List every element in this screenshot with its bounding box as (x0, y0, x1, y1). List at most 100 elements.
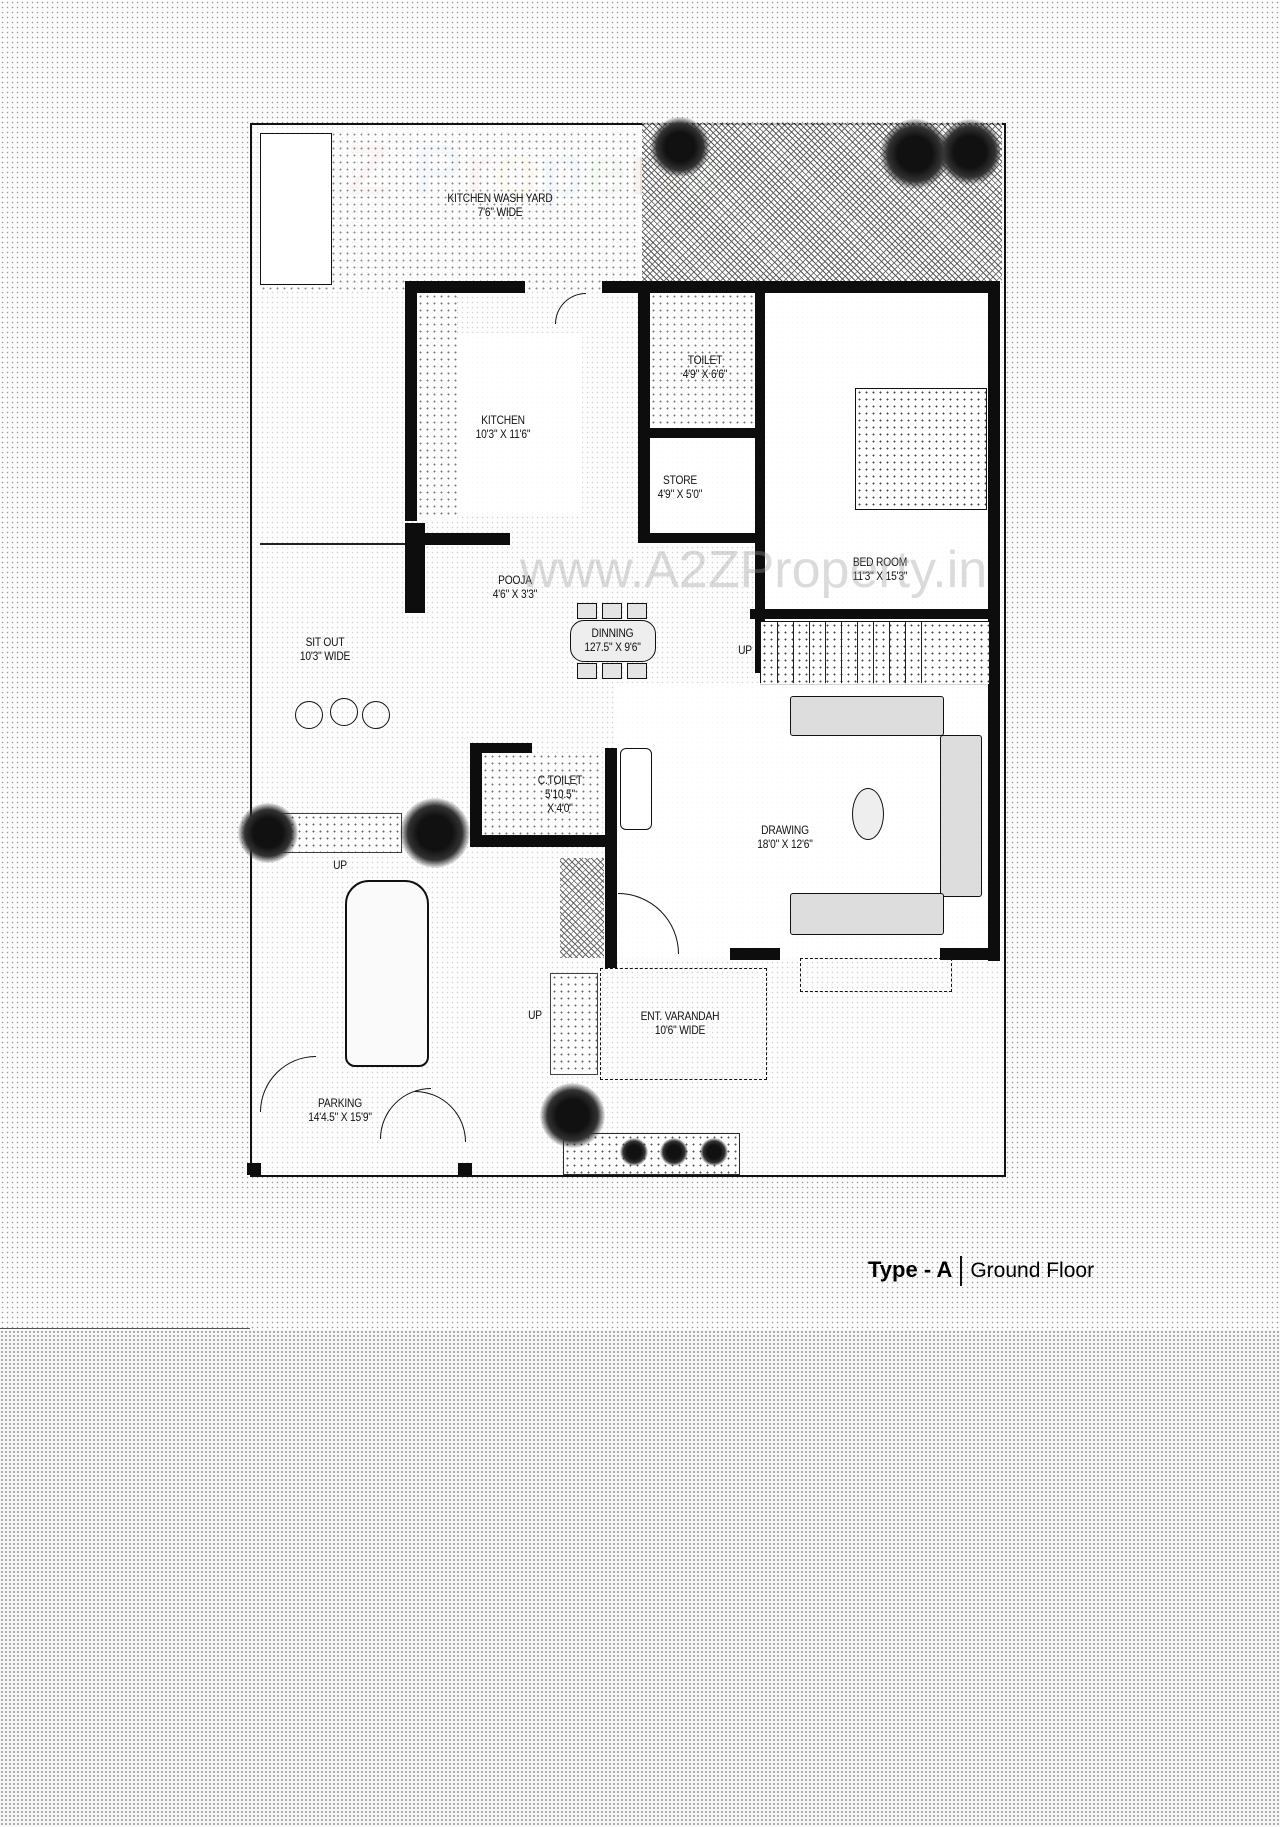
stair-step (793, 622, 794, 684)
wall (730, 948, 780, 960)
room-size: 4'6" X 3'3" (492, 587, 538, 601)
caption-divider (960, 1256, 963, 1286)
shrub-icon (540, 1083, 605, 1148)
tree-icon (650, 117, 710, 177)
wall (750, 609, 1000, 619)
floor-plan: KITCHEN WASH YARD 7'6" WIDE KITCHEN 10'3… (238, 117, 1008, 1178)
sit-out-up-label: UP (333, 858, 347, 872)
store-floor (650, 438, 755, 533)
plan-caption: Type - A Ground Floor (868, 1256, 1094, 1286)
room-size: 4'9" X 6'6" (682, 367, 728, 381)
wall (405, 523, 425, 613)
staircase (760, 621, 990, 685)
wall (638, 283, 650, 538)
sofa-icon (940, 735, 982, 897)
shrub-icon (238, 803, 298, 863)
pooja-label: POOJA 4'6" X 3'3" (481, 573, 549, 601)
room-size: 10'3" X 11'6" (475, 427, 531, 441)
bed-icon (855, 388, 987, 510)
stair-up-label: UP (738, 643, 752, 657)
stair-step (825, 622, 826, 684)
c-toilet-floor (482, 753, 602, 835)
room-name: DRAWING (761, 823, 809, 837)
room-name: STORE (662, 473, 698, 487)
room-size: 10'6" WIDE (654, 1023, 706, 1037)
shrub-icon (400, 798, 470, 868)
stair-step (905, 622, 906, 684)
kitchen-wash-yard-label: KITCHEN WASH YARD 7'6" WIDE (398, 191, 602, 219)
wall (470, 743, 532, 753)
coffee-table-icon (852, 788, 884, 840)
page-divider-line (0, 1328, 250, 1329)
store-label: STORE 4'9" X 5'0" (642, 473, 719, 501)
planter-box (560, 858, 604, 958)
shrub-icon (620, 1138, 648, 1166)
varandah-up-label: UP (528, 1008, 542, 1022)
room-name: SIT OUT (305, 635, 345, 649)
room-name: ENT. VARANDAH (640, 1009, 720, 1023)
wall (470, 743, 482, 843)
wall (755, 283, 765, 673)
floor-name: Ground Floor (970, 1258, 1095, 1282)
wall (638, 428, 765, 438)
room-size: 18'0" X 12'6" (757, 837, 813, 851)
kitchen-counter (417, 293, 457, 518)
chair-icon (577, 663, 597, 679)
stair-step (921, 622, 922, 684)
tree-icon (880, 119, 950, 189)
sofa-icon (790, 696, 944, 736)
ent-varandah-label: ENT. VARANDAH 10'6" WIDE (621, 1009, 740, 1037)
kitchen-floor (457, 333, 582, 513)
chair-icon (577, 603, 597, 619)
plan-type: Type - A (868, 1256, 953, 1282)
room-name: BED ROOM (852, 555, 908, 569)
kitchen-label: KITCHEN 10'3" X 11'6" (456, 413, 550, 441)
toilet-floor (650, 293, 755, 428)
stair-step (873, 622, 874, 684)
room-name: KITCHEN WASH YARD (447, 191, 553, 205)
tv-unit-icon (620, 748, 652, 830)
room-size: 5'10.5" (545, 787, 575, 801)
chair-icon (627, 663, 647, 679)
window-projection (800, 958, 952, 992)
wall (605, 748, 617, 968)
bed-room-label: BED ROOM 11'3" X 15'3" (821, 555, 940, 583)
ent-varandah-area (600, 968, 767, 1080)
stair-step (841, 622, 842, 684)
car-icon (345, 880, 429, 1067)
stair-step (777, 622, 778, 684)
wall (405, 281, 525, 293)
room-name: DINNING (591, 626, 634, 640)
stair-step (889, 622, 890, 684)
wall (405, 281, 417, 521)
room-size: 7'6" WIDE (477, 205, 523, 219)
chair-icon (602, 663, 622, 679)
stair-step (809, 622, 810, 684)
sit-out-label: SIT OUT 10'3" WIDE (274, 635, 376, 663)
toilet-label: TOILET 4'9" X 6'6" (667, 353, 744, 381)
chair-icon (627, 603, 647, 619)
wash-sink-unit (260, 133, 332, 285)
room-size-line2: X 4'0" (547, 801, 573, 815)
room-name: TOILET (687, 353, 723, 367)
wall (425, 533, 510, 545)
gate-post (247, 1163, 261, 1175)
wall (940, 948, 1000, 960)
wall (602, 281, 1000, 293)
room-size: 127.5" X 9'6" (584, 640, 641, 654)
dining-label: DINNING 127.5" X 9'6" (572, 626, 653, 654)
parking-label: PARKING 14'4.5" X 15'9" (289, 1096, 391, 1124)
chair-icon (602, 603, 622, 619)
stair-step (857, 622, 858, 684)
gate-post (458, 1163, 472, 1175)
wall (638, 533, 765, 543)
drawing-label: DRAWING 18'0" X 12'6" (734, 823, 836, 851)
shrub-icon (660, 1138, 688, 1166)
tree-icon (940, 117, 1000, 187)
dining-table-icon (570, 620, 656, 662)
wall (988, 281, 1000, 961)
room-size: 10'3" WIDE (299, 649, 351, 663)
room-size: 4'9" X 5'0" (657, 487, 703, 501)
entrance-steps (550, 973, 598, 1075)
sofa-icon (790, 893, 944, 935)
